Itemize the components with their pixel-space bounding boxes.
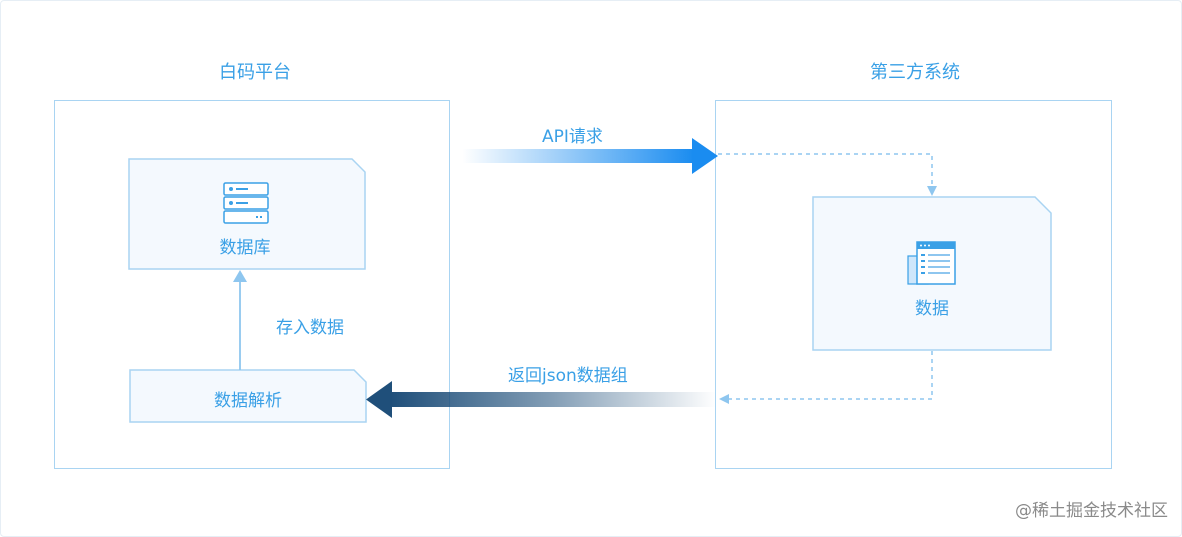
database-label: 数据库 — [219, 238, 271, 258]
dashed-connector-in — [718, 153, 933, 188]
api-request-label: API请求 — [542, 127, 603, 147]
table-window-icon — [907, 241, 956, 285]
api-request-arrow — [462, 138, 718, 174]
dashed-connector-out — [728, 351, 933, 400]
right-panel-title: 第三方系统 — [870, 62, 960, 83]
store-arrow-head — [233, 270, 247, 282]
data-label: 数据 — [915, 299, 949, 319]
return-json-label: 返回json数据组 — [508, 366, 628, 386]
data-parse-node — [129, 369, 367, 423]
return-json-arrow — [366, 381, 716, 418]
left-panel-title: 白码平台 — [219, 62, 291, 83]
store-data-label: 存入数据 — [276, 318, 344, 338]
data-parse-label: 数据解析 — [214, 391, 282, 411]
watermark-text: @稀土掘金技术社区 — [1015, 501, 1168, 521]
